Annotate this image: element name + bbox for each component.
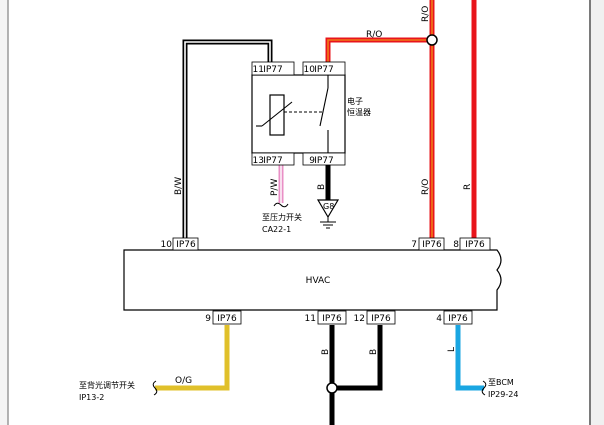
wire-l	[455, 325, 484, 391]
pin-ip77-10-number: 10	[304, 65, 316, 75]
pin-ip77-11-number: 11	[253, 65, 264, 75]
wire-bw	[182, 39, 273, 238]
pin-ip77-9-number: 9	[309, 156, 315, 166]
thermostat-label-1: 电子	[347, 96, 363, 106]
wire-label-b-ground: B	[317, 184, 327, 190]
pin-ip76-7-number: 7	[411, 240, 417, 250]
pin-ip76-8-number: 8	[453, 240, 459, 250]
dest-bcm-label: 至BCM	[488, 378, 514, 387]
dest-backlight-label: 至背光调节开关	[79, 380, 135, 390]
pin-ip76-10-connector: IP76	[176, 240, 196, 250]
thermostat-label-2: 恒温器	[347, 107, 371, 117]
dest-backlight-connector: IP13-2	[79, 393, 104, 402]
dest-pressure-switch-label: 至压力开关	[262, 212, 302, 222]
pin-ip77-11-connector: IP77	[263, 65, 283, 75]
pin-ip76-8-connector: IP76	[465, 240, 485, 250]
wire-label-ro-horizontal: R/O	[366, 30, 382, 40]
pin-ip76-11-number: 11	[305, 314, 316, 324]
hvac-label: HVAC	[306, 276, 331, 286]
splice-junction-ro	[426, 34, 438, 46]
splice-junction-b	[326, 382, 338, 394]
left-frame-edge	[0, 0, 8, 425]
thermostat-module: 电子 恒温器	[251, 61, 371, 166]
ground-symbol	[316, 199, 340, 229]
pin-ip76-9-connector: IP76	[217, 314, 237, 324]
right-scroll-track[interactable]	[590, 0, 604, 425]
wire-og	[155, 325, 230, 391]
pin-ip76-4-number: 4	[436, 314, 442, 324]
pin-ip77-13-connector: IP77	[263, 156, 283, 166]
wire-label-b-11: B	[321, 349, 331, 355]
wire-label-r: R	[463, 184, 473, 190]
pin-ip76-10-number: 10	[161, 240, 173, 250]
pin-ip76-12-number: 12	[354, 314, 365, 324]
pin-ip77-13-number: 13	[253, 156, 264, 166]
wire-label-pw: P/W	[270, 179, 280, 196]
dest-pressure-switch-connector: CA22-1	[262, 225, 291, 234]
pin-ip76-7-connector: IP76	[422, 240, 442, 250]
wire-break-bcm	[481, 380, 487, 396]
thermistor-icon	[269, 94, 285, 136]
pin-ip76-4-connector: IP76	[448, 314, 468, 324]
wire-label-b-12: B	[369, 349, 379, 355]
hvac-module: HVAC	[123, 249, 502, 311]
pin-ip76-12-connector: IP76	[371, 314, 391, 324]
wire-break-backlight	[152, 380, 158, 396]
pin-ip76-11-connector: IP76	[322, 314, 342, 324]
dest-bcm-connector: IP29-24	[488, 390, 518, 399]
wire-label-og: O/G	[175, 376, 192, 386]
wire-label-l: L	[447, 347, 457, 352]
wire-label-bw: B/W	[174, 177, 184, 195]
wire-label-ro-lower: R/O	[421, 179, 431, 195]
pin-ip76-9-number: 9	[205, 314, 211, 324]
wire-break-pressure	[273, 202, 289, 208]
wire-b-12	[332, 325, 383, 391]
wire-label-ro-top: R/O	[421, 6, 431, 22]
pin-ip77-9-connector: IP77	[314, 156, 334, 166]
ground-label: G8	[323, 202, 334, 211]
pin-ip77-10-connector: IP77	[314, 65, 334, 75]
relay-switch-icon	[284, 75, 329, 153]
